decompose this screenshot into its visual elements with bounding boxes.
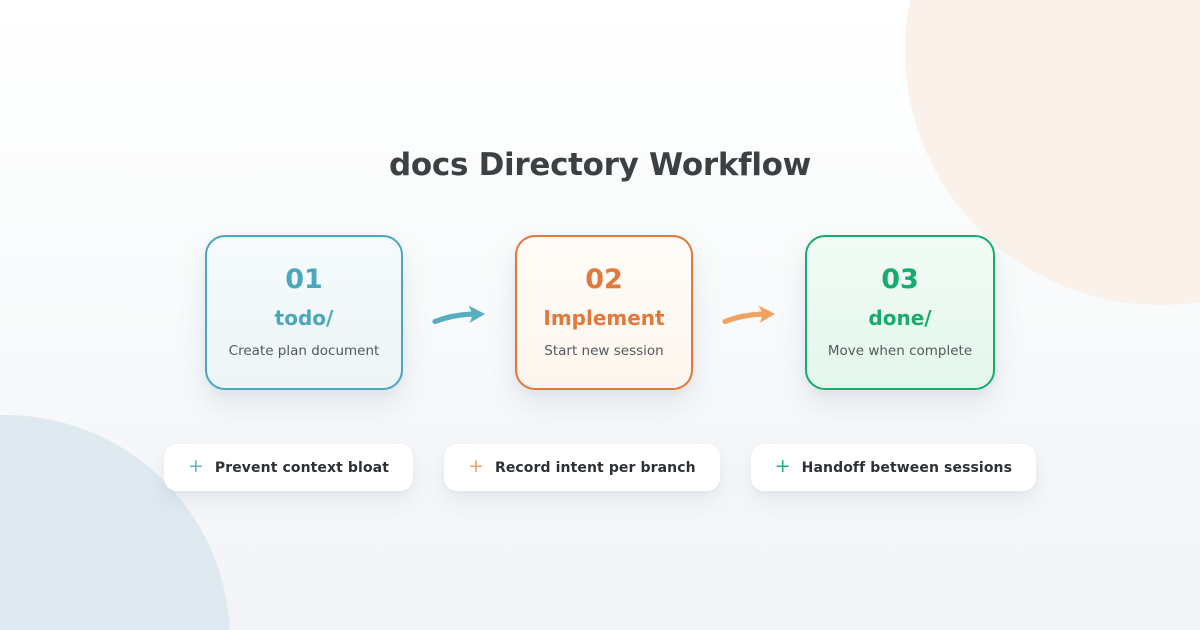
step-description: Create plan document xyxy=(228,343,380,360)
benefit-label: Handoff between sessions xyxy=(801,459,1013,476)
plus-icon: + xyxy=(187,455,204,477)
benefits-row: + Prevent context bloat + Record intent … xyxy=(0,444,1200,491)
workflow-card-3: 03 done/ Move when complete xyxy=(805,235,995,390)
step-description: Start new session xyxy=(544,343,664,360)
step-label: Implement xyxy=(543,306,665,331)
plus-icon: + xyxy=(774,455,791,477)
workflow-card-2: 02 Implement Start new session xyxy=(515,235,693,390)
workflow-steps-row: 01 todo/ Create plan document 02 Impleme… xyxy=(0,235,1200,390)
benefit-pill: + Handoff between sessions xyxy=(750,444,1037,491)
benefit-label: Record intent per branch xyxy=(494,459,696,476)
workflow-card-1: 01 todo/ Create plan document xyxy=(205,235,403,390)
benefit-pill: + Prevent context bloat xyxy=(163,444,414,491)
step-label: todo/ xyxy=(274,306,334,331)
step-number: 01 xyxy=(285,264,323,296)
arrow-right-icon xyxy=(431,300,487,330)
benefit-pill: + Record intent per branch xyxy=(444,444,720,491)
benefit-label: Prevent context bloat xyxy=(214,459,390,476)
step-number: 03 xyxy=(881,264,919,296)
arrow-right-icon xyxy=(721,300,777,330)
step-number: 02 xyxy=(585,264,623,296)
plus-icon: + xyxy=(468,455,484,477)
page-title: docs Directory Workflow xyxy=(389,147,811,183)
step-description: Move when complete xyxy=(827,343,973,360)
step-label: done/ xyxy=(868,306,932,331)
